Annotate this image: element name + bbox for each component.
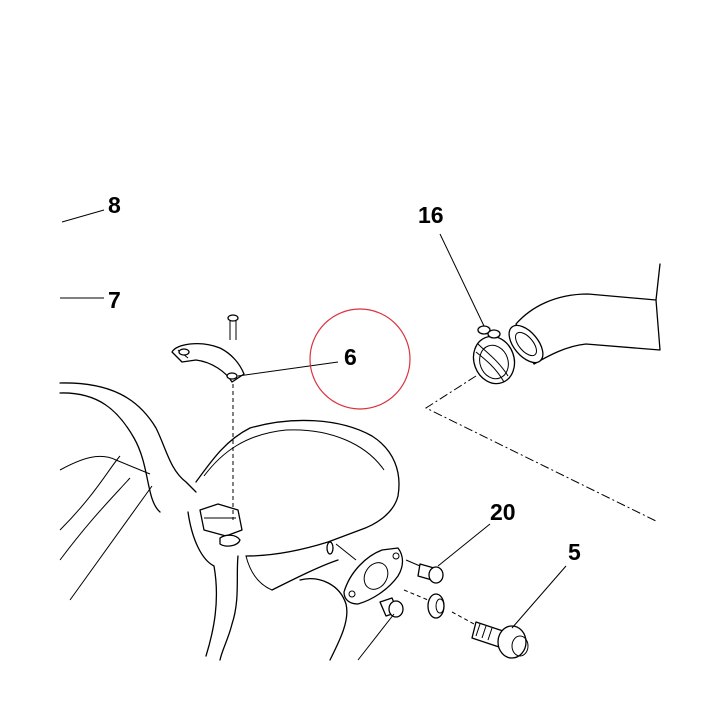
leader-8 xyxy=(61,209,105,223)
leader-16 xyxy=(439,233,485,327)
callout-20: 20 xyxy=(490,499,516,525)
flange-gasket xyxy=(335,543,404,605)
callout-16: 16 xyxy=(418,202,444,228)
screw-part-20 xyxy=(405,523,491,584)
washer xyxy=(403,589,445,619)
leader-6 xyxy=(237,361,339,377)
bolt-part-5 xyxy=(451,565,567,659)
callout-6: 6 xyxy=(344,344,357,370)
leader-20 xyxy=(437,523,491,567)
callout-7: 7 xyxy=(108,287,121,313)
screw-lower xyxy=(357,597,404,661)
assembly-axis xyxy=(424,375,659,523)
callout-5: 5 xyxy=(568,539,581,565)
highlight-circle xyxy=(309,308,411,410)
hose-clamp-part-16 xyxy=(439,233,516,385)
leader-5 xyxy=(511,565,567,629)
tank-body xyxy=(59,382,400,661)
callout-8: 8 xyxy=(108,192,121,218)
strap-clamp-part-6 xyxy=(171,314,339,520)
fuel-hose xyxy=(508,263,661,365)
